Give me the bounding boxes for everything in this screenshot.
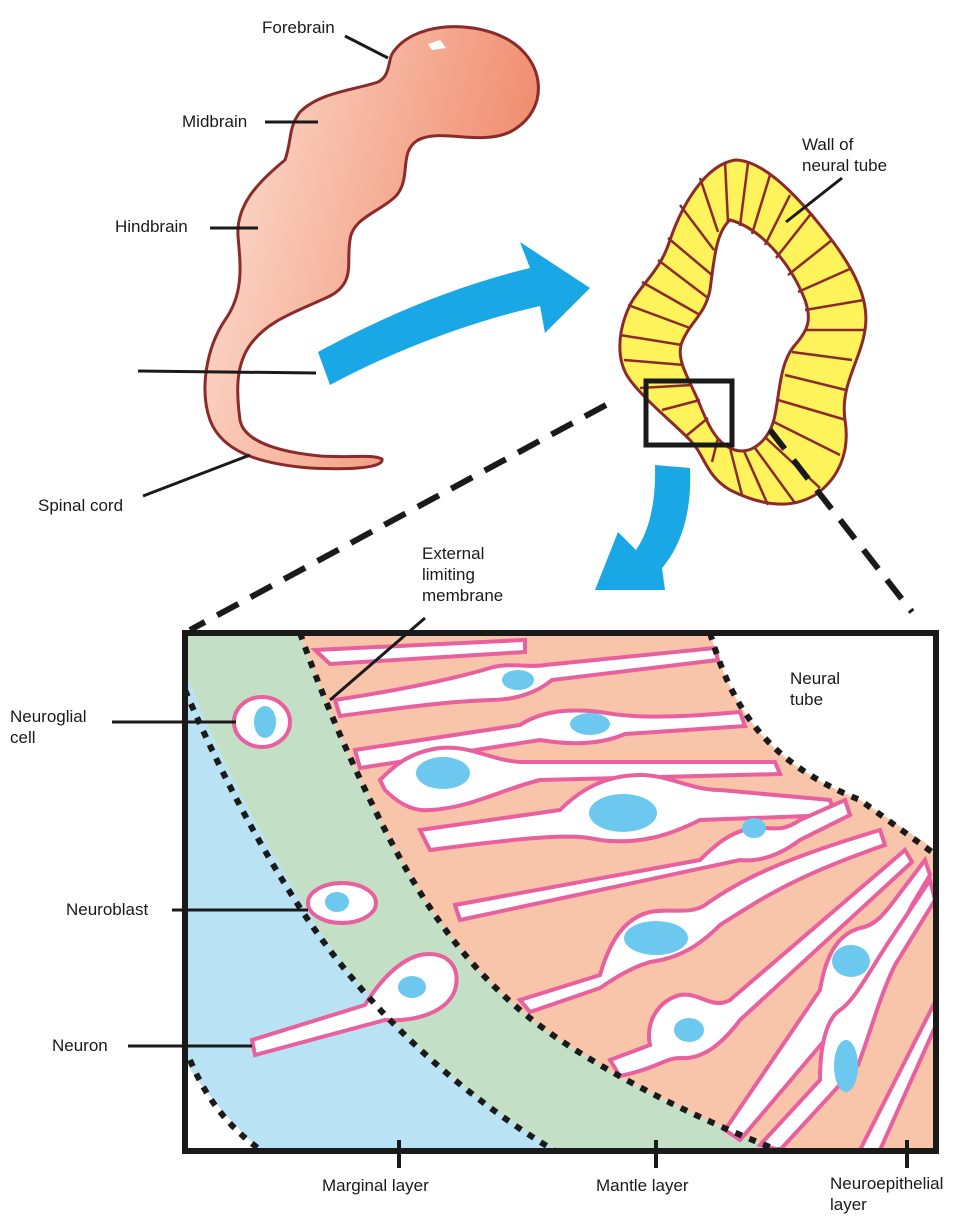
neuron-nucleus: [398, 976, 426, 998]
arrow-to-detail: [595, 465, 690, 590]
forebrain-label: Forebrain: [262, 17, 335, 38]
nucleus: [570, 713, 610, 735]
neuroblast-label: Neuroblast: [66, 899, 148, 920]
nucleus: [742, 818, 766, 838]
embryo-body: [205, 27, 538, 469]
nucleus: [502, 670, 534, 690]
neuroblast-cell: [308, 883, 376, 923]
forebrain-leader: [345, 36, 388, 58]
hindbrain-label: Hindbrain: [115, 216, 188, 237]
embryo-figure: [205, 27, 538, 469]
nucleus: [589, 794, 657, 832]
nucleus: [416, 757, 470, 789]
neuron-label: Neuron: [52, 1035, 108, 1056]
nucleus: [834, 1040, 858, 1092]
section-line: [138, 371, 316, 373]
nucleus: [832, 945, 870, 977]
neuroblast-nucleus: [325, 892, 349, 912]
external-limiting-membrane-label: External limiting membrane: [422, 543, 503, 606]
wall-of-neural-tube-label: Wall of neural tube: [802, 134, 887, 176]
spinal-cord-leader: [143, 455, 250, 496]
midbrain-label: Midbrain: [182, 111, 247, 132]
neuroglial-nucleus: [254, 706, 276, 738]
nucleus: [674, 1018, 704, 1042]
neuroglial-cell-label: Neuroglial cell: [10, 706, 87, 748]
detail-view: [185, 633, 936, 1151]
neural-tube-label: Neural tube: [790, 668, 840, 710]
neural-tube-section: [620, 160, 866, 505]
mantle-layer-label: Mantle layer: [596, 1175, 689, 1196]
marginal-layer-label: Marginal layer: [322, 1175, 429, 1196]
spinal-cord-label: Spinal cord: [38, 495, 123, 516]
neuroepithelial-layer-label: Neuroepithelial layer: [830, 1173, 943, 1215]
neuroglial-cell: [234, 697, 290, 747]
nucleus: [624, 921, 688, 955]
arrow-to-section: [318, 242, 590, 385]
